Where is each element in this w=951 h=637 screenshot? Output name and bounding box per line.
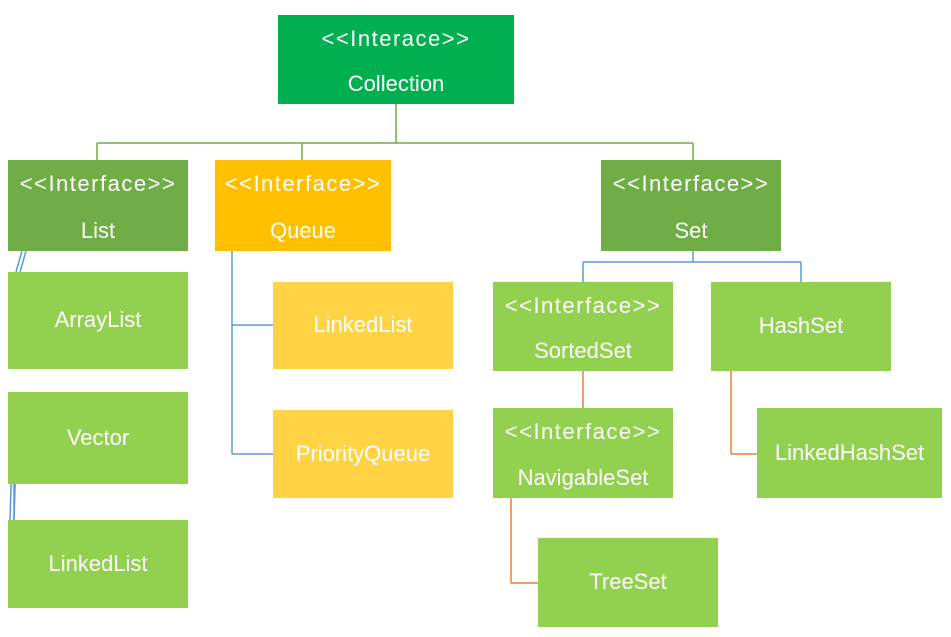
treeset-name: TreeSet <box>589 569 667 595</box>
queue-stereotype: <<Interface>> <box>224 171 382 196</box>
collection-connectors <box>96 104 694 160</box>
collection-stereotype: <<Interace>> <box>321 26 471 51</box>
priorityqueue-box: PriorityQueue <box>273 410 453 498</box>
set-name: Set <box>674 217 708 243</box>
treeset-box: TreeSet <box>538 538 718 627</box>
arraylist-box: ArrayList <box>8 272 188 369</box>
vector-name: Vector <box>66 424 130 450</box>
sortedset-box: <<Interface>> SortedSet <box>493 282 673 371</box>
navigableset-stereotype: <<Interface>> <box>504 419 662 444</box>
queue-box: <<Interface>> Queue <box>215 160 391 251</box>
collection-box: <<Interace>> Collection <box>278 15 514 104</box>
queue-connectors <box>231 251 273 455</box>
sortedset-stereotype: <<Interface>> <box>504 293 662 318</box>
navigableset-box: <<Interface>> NavigableSet <box>493 408 673 498</box>
linkedlist-list-box: LinkedList <box>8 520 188 608</box>
linkedhashset-name: LinkedHashSet <box>774 439 925 465</box>
list-name: List <box>80 217 116 243</box>
orange-connectors <box>510 371 757 584</box>
hashset-box: HashSet <box>711 282 891 371</box>
list-stereotype: <<Interface>> <box>19 171 177 196</box>
arraylist-name: ArrayList <box>54 307 142 333</box>
linkedhashset-box: LinkedHashSet <box>757 408 942 498</box>
sortedset-name: SortedSet <box>534 337 632 363</box>
set-connectors <box>582 251 802 282</box>
collection-name: Collection <box>347 70 445 96</box>
queue-name: Queue <box>269 217 337 243</box>
hashset-name: HashSet <box>758 313 844 339</box>
vector-box: Vector <box>8 392 188 484</box>
navigableset-name: NavigableSet <box>517 464 649 490</box>
linkedlist-queue-box: LinkedList <box>273 282 453 369</box>
linkedlist-list-name: LinkedList <box>48 550 148 576</box>
set-stereotype: <<Interface>> <box>612 171 770 196</box>
set-box: <<Interface>> Set <box>601 160 781 251</box>
linkedlist-queue-name: LinkedList <box>313 312 413 338</box>
list-box: <<Interface>> List <box>8 160 188 251</box>
priorityqueue-name: PriorityQueue <box>295 440 431 466</box>
